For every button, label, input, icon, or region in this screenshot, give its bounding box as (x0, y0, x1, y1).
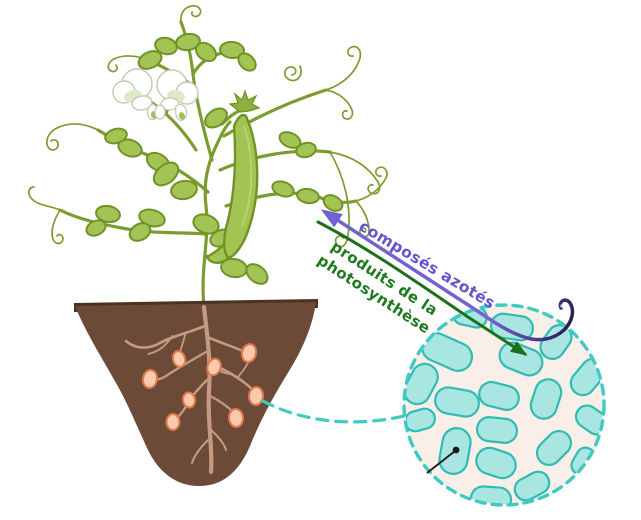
pea-flower (112, 68, 160, 121)
tendril (107, 55, 153, 73)
leaf (245, 263, 269, 285)
root-branch (147, 335, 173, 355)
leaf (170, 179, 198, 201)
leaf (175, 32, 201, 52)
flower-keel-tip (178, 112, 186, 120)
leaf (117, 138, 143, 158)
plant-stems (58, 20, 358, 309)
flower-pedicel (164, 112, 198, 152)
nitrogen-compounds-arrow (320, 209, 575, 342)
pod-calyx (228, 89, 261, 113)
tendril (180, 5, 202, 23)
nodule-cross-section-callout (402, 303, 606, 507)
root-branch (191, 439, 209, 464)
left-branch (58, 208, 208, 236)
root-nodule (240, 343, 258, 363)
root-nodule (171, 350, 187, 368)
pea-pods (205, 89, 261, 265)
root-nodule (141, 369, 159, 389)
leaf (271, 180, 295, 198)
tendril (28, 186, 61, 211)
bacterium (535, 429, 573, 467)
leaf (152, 161, 180, 187)
tendril (325, 89, 354, 120)
bacterium (405, 362, 439, 406)
bacterium (513, 470, 551, 502)
root-branch (124, 324, 207, 349)
flower-petal (131, 95, 153, 111)
bacterium (469, 485, 513, 504)
leaf (154, 36, 178, 56)
leaf (296, 187, 320, 205)
leaf (194, 41, 218, 63)
zoom-callout-connector (261, 399, 406, 424)
bacterium (489, 312, 535, 342)
bacterium (475, 446, 517, 480)
tendril (329, 151, 381, 195)
leaf (219, 40, 245, 60)
bacterium (475, 416, 519, 444)
tendril (329, 151, 350, 248)
pea-pod (223, 113, 259, 260)
leaf (104, 127, 128, 145)
leaf (295, 141, 317, 159)
right-branch (218, 149, 332, 172)
root-nodule (206, 357, 222, 377)
leaf (128, 222, 152, 242)
flower-petal (154, 104, 166, 120)
root-nodules (141, 343, 265, 431)
bacteria-group (405, 306, 603, 504)
root-nodule (165, 413, 181, 431)
leaf (192, 213, 220, 235)
soil-mound (74, 299, 318, 486)
bacterium-pointer-line (426, 450, 456, 474)
main-stem (201, 120, 232, 309)
pea-plant (28, 5, 388, 309)
pea-flowers (112, 68, 199, 121)
leaf (95, 204, 121, 224)
photosynthesis-products-arrow (316, 220, 528, 356)
root-nodule-magnified (247, 386, 265, 406)
pod-highlight (241, 125, 253, 227)
tendril (51, 209, 64, 245)
callout-border (402, 303, 606, 507)
plant-leaves (85, 32, 344, 285)
bacterium (529, 378, 563, 420)
root-branch (208, 427, 227, 451)
leaf (85, 219, 107, 237)
pea-flower (154, 69, 199, 121)
nitrogen-arrow-origin-dot (560, 304, 564, 308)
tendril-spiral (283, 65, 302, 82)
bacterium (434, 386, 480, 418)
tendril (355, 166, 388, 202)
leaf (204, 107, 228, 129)
bacterium (478, 380, 520, 412)
root-nodule (181, 391, 197, 409)
taproot (201, 304, 214, 475)
root-nodule (227, 408, 245, 428)
tendril (46, 123, 99, 151)
leaf (322, 194, 344, 212)
leaf (237, 52, 257, 72)
tendril (325, 45, 362, 91)
bacterium-pointer-dot (452, 446, 460, 454)
leaf (137, 50, 163, 70)
